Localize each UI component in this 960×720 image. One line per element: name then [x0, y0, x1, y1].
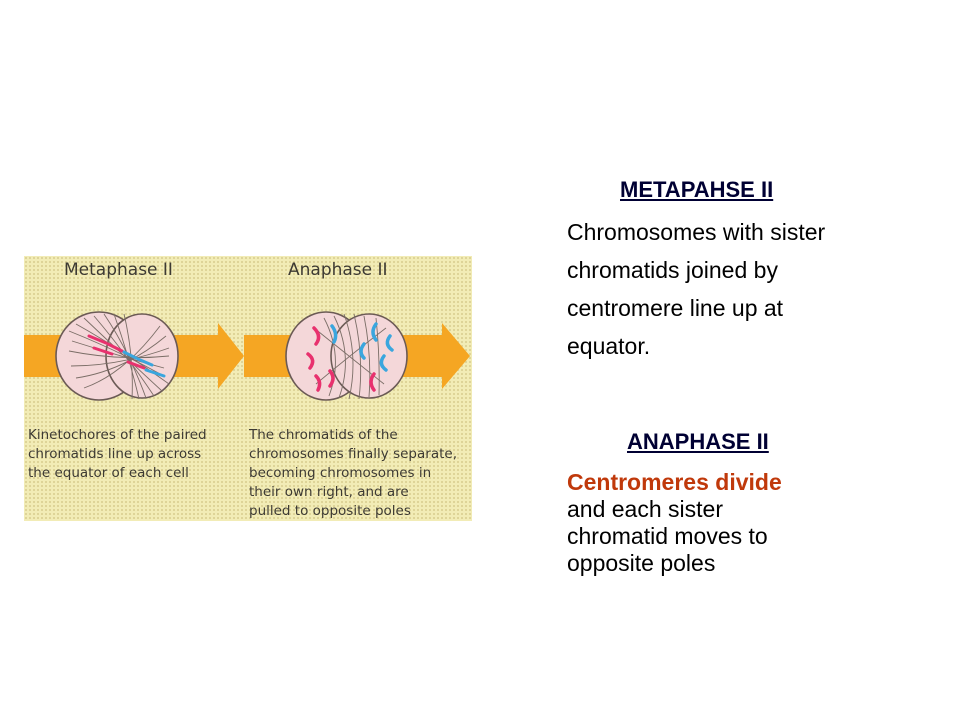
- metaphase-ii-title: Metaphase II: [64, 260, 173, 280]
- caption-line: The chromatids of the: [249, 427, 398, 443]
- meiosis-diagram: [24, 311, 470, 401]
- metaphase-caption: Kinetochores of the paired chromatids li…: [28, 426, 207, 483]
- caption-line: pulled to opposite poles: [249, 503, 411, 519]
- anaphase-caption: The chromatids of the chromosomes finall…: [249, 426, 457, 521]
- metaphase-heading: METAPAHSE II: [620, 177, 774, 202]
- meiosis-figure: Metaphase II Anaphase II Kinetochores of…: [24, 256, 472, 521]
- metaphase-description: Chromosomes with sister chromatids joine…: [567, 213, 825, 365]
- anaphase-cell: [285, 311, 408, 401]
- anaphase-ii-title: Anaphase II: [288, 260, 388, 280]
- description-line: chromatids joined by: [567, 257, 778, 283]
- caption-line: chromosomes finally separate,: [249, 446, 457, 462]
- description-line: chromatid moves to: [567, 523, 768, 549]
- caption-line: chromatids line up across: [28, 446, 202, 462]
- metaphase-cell: [55, 311, 179, 401]
- description-line: opposite poles: [567, 550, 716, 576]
- description-line: Chromosomes with sister: [567, 219, 826, 245]
- anaphase-heading: ANAPHASE II: [627, 429, 769, 454]
- caption-line: becoming chromosomes in: [249, 465, 432, 481]
- description-line: centromere line up at: [567, 295, 784, 321]
- caption-line: Kinetochores of the paired: [28, 427, 207, 443]
- caption-line: their own right, and are: [249, 484, 409, 500]
- caption-line: the equator of each cell: [28, 465, 189, 481]
- description-line: equator.: [567, 333, 651, 359]
- anaphase-description: Centromeres divide and each sister chrom…: [567, 469, 782, 577]
- anaphase-highlight: Centromeres divide: [567, 469, 782, 495]
- description-line: and each sister: [567, 496, 723, 522]
